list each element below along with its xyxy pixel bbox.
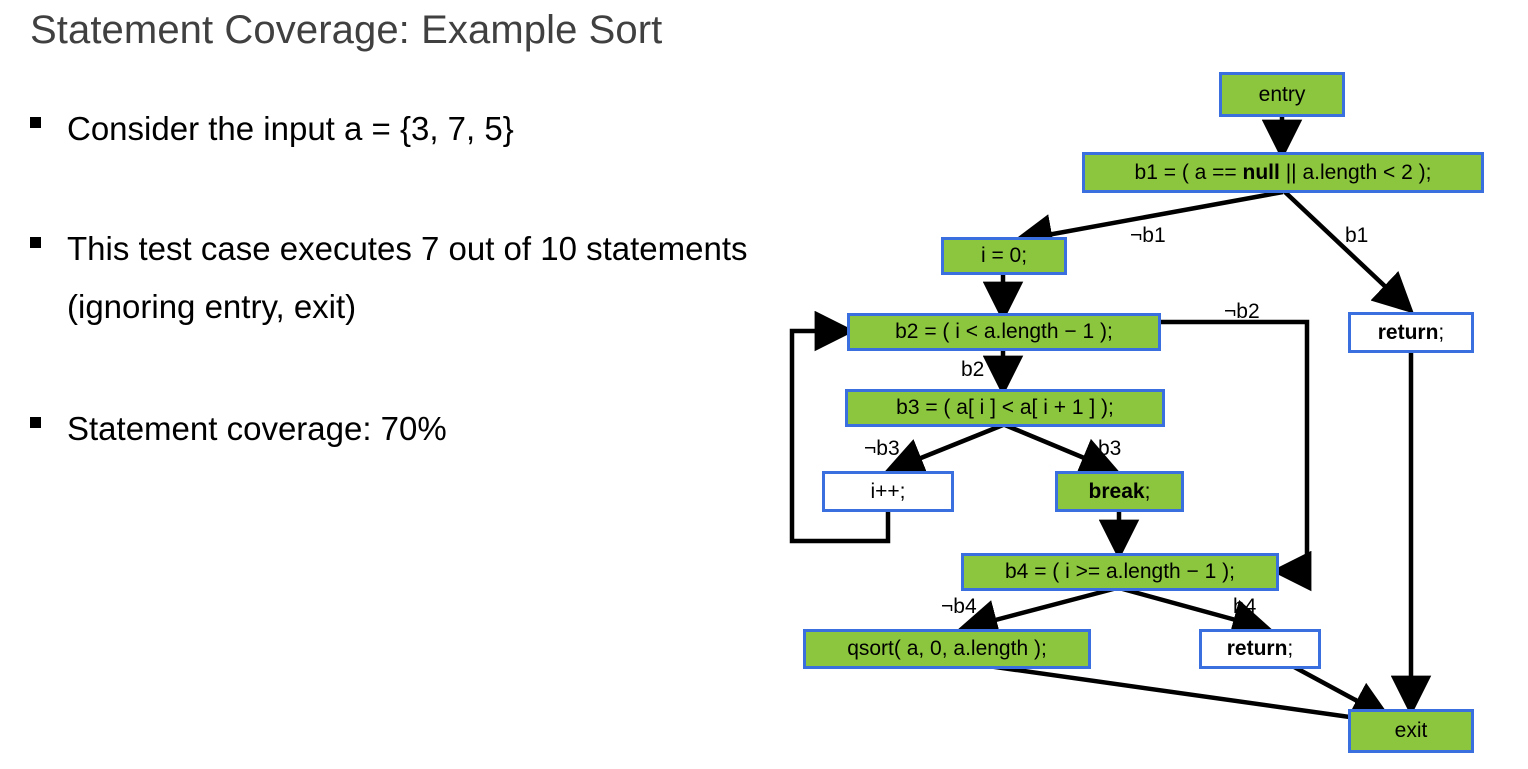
- bullet-square-icon: [30, 117, 41, 128]
- node-label: return;: [1377, 320, 1445, 344]
- bullet-square-icon: [30, 417, 41, 428]
- node-return-bottom[interactable]: return;: [1199, 629, 1321, 669]
- node-i-increment[interactable]: i++;: [822, 471, 954, 512]
- list-item: Consider the input a = {3, 7, 5}: [30, 100, 514, 158]
- edge-label-not-b3: ¬b3: [864, 437, 900, 460]
- list-item: Statement coverage: 70%: [30, 400, 447, 458]
- node-b3[interactable]: b3 = ( a[ i ] < a[ i + 1 ] );: [845, 389, 1165, 427]
- node-label: return;: [1226, 637, 1294, 660]
- node-label: qsort( a, 0, a.length );: [847, 637, 1047, 660]
- node-return-right[interactable]: return;: [1348, 312, 1474, 353]
- edge-label-not-b1: ¬b1: [1130, 224, 1166, 247]
- bullet-square-icon: [30, 237, 41, 248]
- node-b2[interactable]: b2 = ( i < a.length − 1 );: [847, 313, 1161, 351]
- list-item: This test case executes 7 out of 10 stat…: [30, 220, 760, 336]
- edge-label-b1: b1: [1345, 224, 1369, 247]
- node-label: i = 0;: [980, 244, 1028, 267]
- node-label: b3 = ( a[ i ] < a[ i + 1 ] );: [896, 396, 1114, 419]
- edge-label-not-b2: ¬b2: [1224, 300, 1260, 323]
- edge-b4-to-qsort: [957, 585, 1118, 640]
- bullet-text: Statement coverage: 70%: [67, 410, 447, 447]
- edge-label-b4: b4: [1233, 595, 1257, 618]
- node-qsort-call[interactable]: qsort( a, 0, a.length );: [803, 629, 1091, 669]
- page-title: Statement Coverage: Example Sort: [30, 8, 663, 52]
- edge-qsort-to-exit: [959, 659, 1394, 738]
- node-b1[interactable]: b1 = ( a == null || a.length < 2 );: [1082, 152, 1484, 193]
- node-break[interactable]: break;: [1055, 471, 1184, 512]
- node-label: break;: [1088, 479, 1151, 503]
- node-label: i++;: [870, 479, 906, 503]
- edge-b1-to-return: [1283, 190, 1414, 314]
- edge-label-not-b4: ¬b4: [941, 595, 977, 618]
- node-label: entry: [1258, 82, 1306, 106]
- bullet-text: This test case executes 7 out of 10 stat…: [67, 230, 748, 325]
- node-label: exit: [1394, 719, 1428, 742]
- node-label: b4 = ( i >= a.length − 1 );: [1005, 560, 1235, 583]
- edge-b3-to-break: [1004, 422, 1121, 477]
- edge-label-b3: b3: [1098, 437, 1122, 460]
- edge-b2-to-b4: [1161, 319, 1312, 592]
- node-label: b1 = ( a == null || a.length < 2 );: [1134, 160, 1432, 184]
- node-i-assign-zero[interactable]: i = 0;: [941, 237, 1067, 275]
- node-entry[interactable]: entry: [1219, 72, 1345, 117]
- node-exit[interactable]: exit: [1348, 709, 1474, 753]
- edge-b3-to-iplusplus: [883, 422, 1004, 477]
- bullet-text: Consider the input a = {3, 7, 5}: [67, 110, 514, 147]
- edge-label-b2: b2: [961, 358, 985, 381]
- node-b4[interactable]: b4 = ( i >= a.length − 1 );: [961, 553, 1279, 591]
- node-label: b2 = ( i < a.length − 1 );: [895, 320, 1113, 343]
- edge-return-bottom-to-exit: [1283, 660, 1393, 720]
